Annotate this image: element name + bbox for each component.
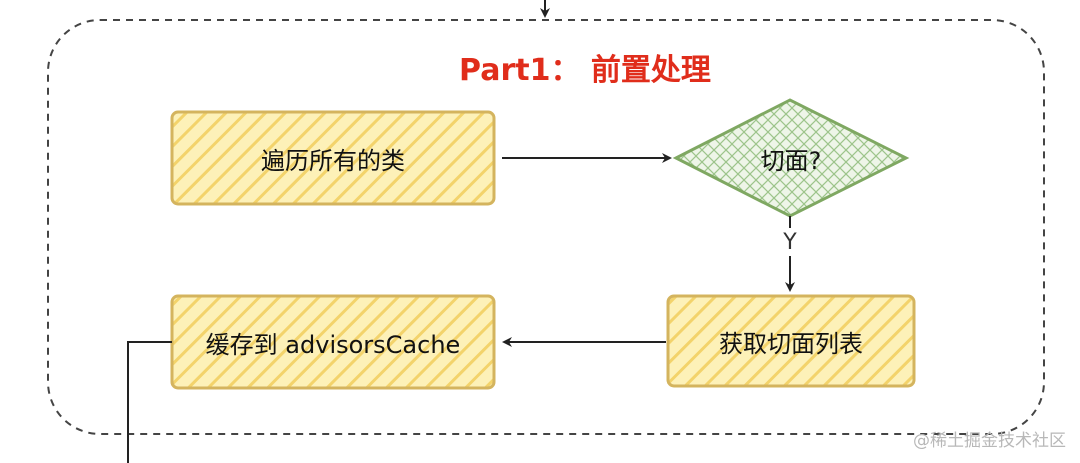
part1-group-border <box>47 19 1045 435</box>
node-iterate-classes-shape <box>170 110 496 206</box>
node-iterate-classes-label: 遍历所有的类 <box>261 146 405 175</box>
node-get-aspect-list-shape <box>666 294 916 388</box>
watermark: @稀土掘金技术社区 <box>913 431 1066 451</box>
node-aspect-decision-label: 切面? <box>760 146 822 175</box>
node-aspect-decision-shape <box>672 98 910 218</box>
outgoing-connector <box>127 341 172 463</box>
edge-yes-label: Y <box>776 228 804 256</box>
node-cache-advisors-label: 缓存到 advisorsCache <box>205 330 461 359</box>
node-get-aspect-list-label: 获取切面列表 <box>719 329 863 358</box>
group-title: Part1： 前置处理 <box>459 53 711 88</box>
